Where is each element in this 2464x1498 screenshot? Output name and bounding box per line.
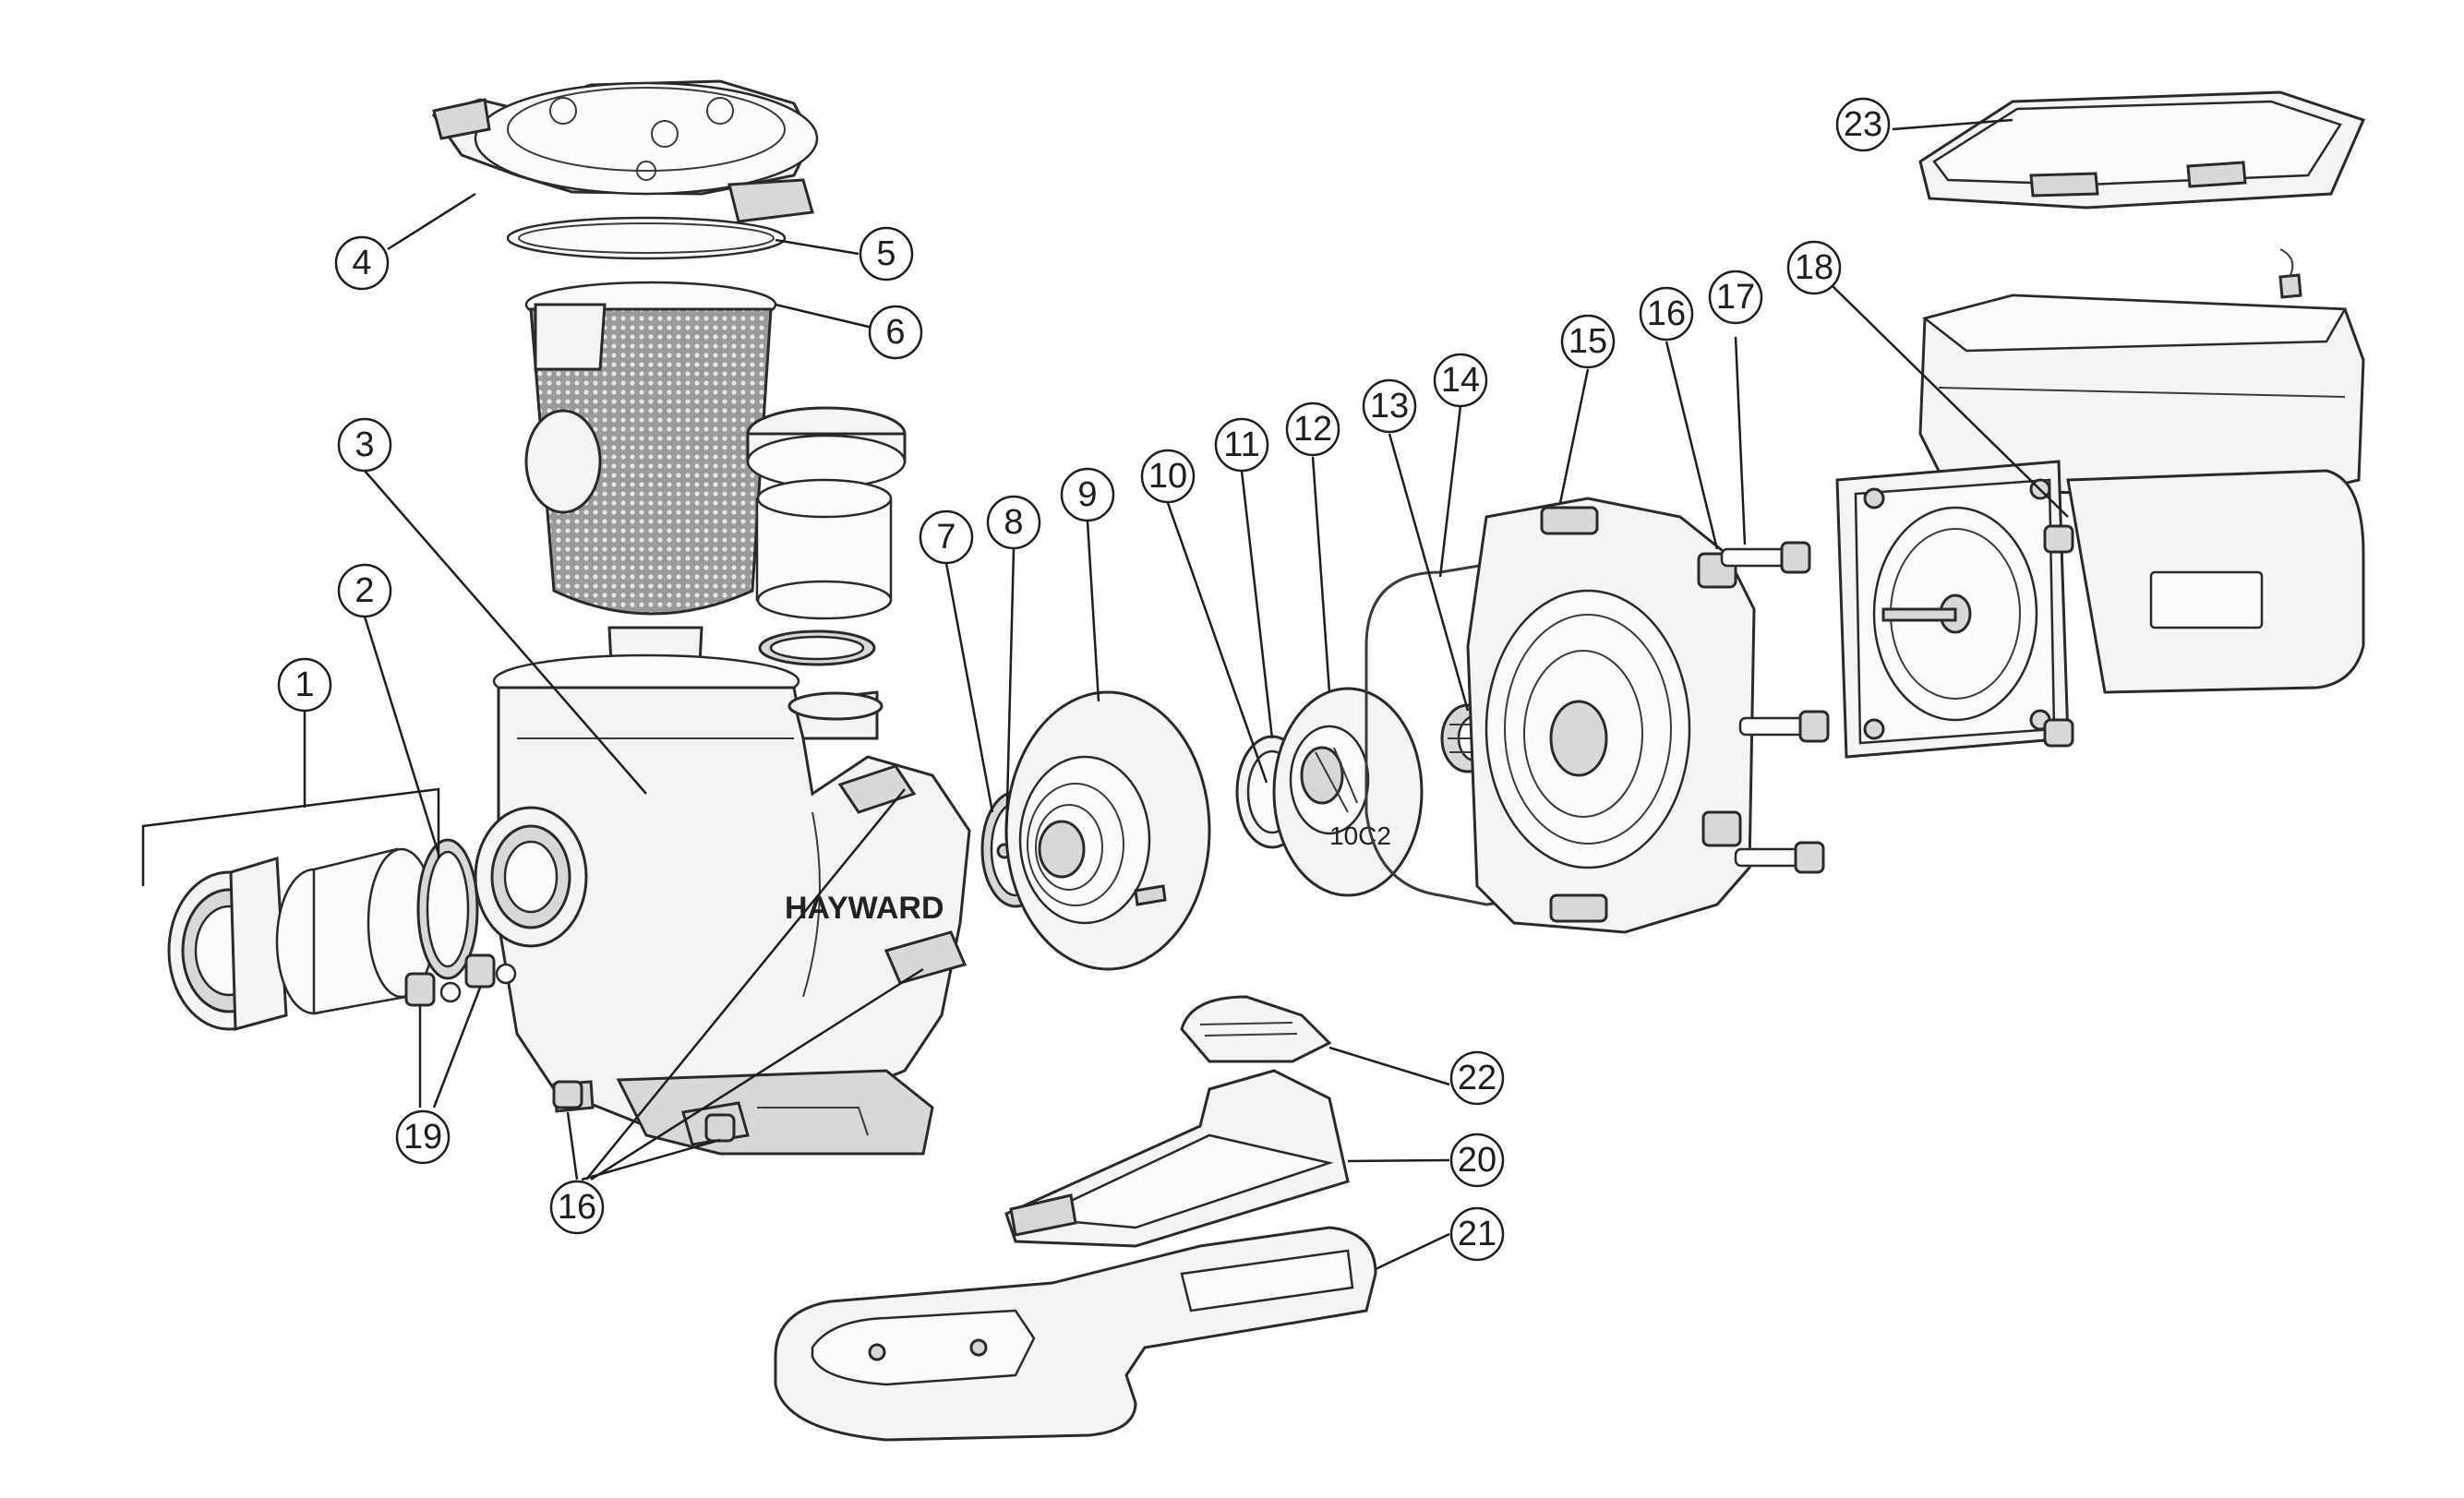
callout-12: 12 [1285, 401, 1340, 457]
inlet-o-ring [416, 838, 479, 980]
svg-text:16: 16 [1647, 294, 1686, 333]
svg-text:19: 19 [403, 1118, 442, 1156]
pump-housing [474, 653, 971, 1156]
callout-2: 2 [337, 563, 392, 618]
callout-23: 23 [1835, 97, 1891, 152]
svg-text:20: 20 [1458, 1141, 1496, 1180]
callout-11: 11 [1214, 417, 1269, 473]
motor-bolt-1 [1720, 541, 1811, 574]
svg-text:4: 4 [352, 244, 371, 282]
callout-9: 9 [1060, 467, 1115, 522]
strainer-cover-lid [431, 79, 819, 223]
callout-5: 5 [859, 226, 914, 282]
callout-1: 1 [277, 657, 332, 713]
callout-17: 17 [1708, 270, 1763, 325]
svg-text:16: 16 [558, 1188, 596, 1227]
callout-14: 14 [1433, 353, 1488, 408]
svg-text:14: 14 [1441, 361, 1480, 400]
callout-19: 19 [395, 1109, 451, 1165]
svg-text:2: 2 [355, 571, 374, 610]
callout-4: 4 [334, 235, 390, 291]
svg-text:17: 17 [1716, 278, 1755, 317]
callout-10: 10 [1140, 449, 1196, 504]
motor-bolts [1720, 541, 1830, 874]
svg-text:23: 23 [1844, 105, 1882, 144]
leader-lines [141, 118, 2069, 1271]
svg-text:13: 13 [1370, 387, 1409, 425]
seal-plate [1466, 497, 1756, 934]
impeller: 10C2 [1272, 687, 1424, 897]
discharge-union-assembly [746, 406, 907, 666]
svg-text:22: 22 [1458, 1059, 1496, 1097]
svg-text:1: 1 [294, 665, 314, 704]
motor-support-pad [1180, 995, 1332, 1063]
callout-13: 13 [1362, 378, 1417, 434]
callout-8: 8 [986, 495, 1041, 550]
svg-text:6: 6 [885, 313, 905, 352]
motor-bolt-3 [1734, 841, 1825, 874]
svg-text:7: 7 [936, 518, 956, 557]
svg-text:10: 10 [1148, 457, 1187, 496]
callout-18: 18 [1786, 240, 1842, 295]
callout-6: 6 [868, 305, 923, 360]
svg-text:5: 5 [876, 234, 895, 273]
inlet-union-assembly [167, 847, 437, 1031]
pump-base [774, 1226, 1377, 1442]
drive-cover [1918, 90, 2366, 210]
svg-text:9: 9 [1077, 475, 1097, 514]
strainer-basket [524, 281, 777, 666]
svg-text:11: 11 [1223, 425, 1259, 464]
callout-22: 22 [1449, 1050, 1505, 1106]
callout-16-lower: 16 [549, 1180, 605, 1235]
callout-15: 15 [1560, 314, 1616, 369]
housing-bolts-lower [552, 1080, 736, 1143]
svg-text:8: 8 [1004, 503, 1023, 542]
drain-plugs [404, 953, 517, 1007]
svg-text:15: 15 [1569, 322, 1607, 361]
callout-20: 20 [1449, 1132, 1505, 1188]
motor-bolt-2 [1738, 710, 1830, 743]
housing-brand-marking: HAYWARD [785, 891, 944, 926]
svg-text:3: 3 [355, 425, 374, 464]
svg-text:18: 18 [1795, 248, 1833, 287]
impeller-marking: 10C2 [1329, 821, 1391, 850]
callout-21: 21 [1449, 1206, 1505, 1262]
motor-support [1004, 1069, 1350, 1248]
motor-with-drive [1835, 248, 2365, 759]
callout-16-upper: 16 [1639, 286, 1694, 342]
callout-3: 3 [337, 417, 392, 473]
svg-text:12: 12 [1293, 410, 1332, 449]
callout-7: 7 [919, 509, 974, 565]
svg-text:21: 21 [1458, 1215, 1496, 1253]
diffuser [1004, 690, 1211, 971]
lid-o-ring [506, 216, 787, 260]
